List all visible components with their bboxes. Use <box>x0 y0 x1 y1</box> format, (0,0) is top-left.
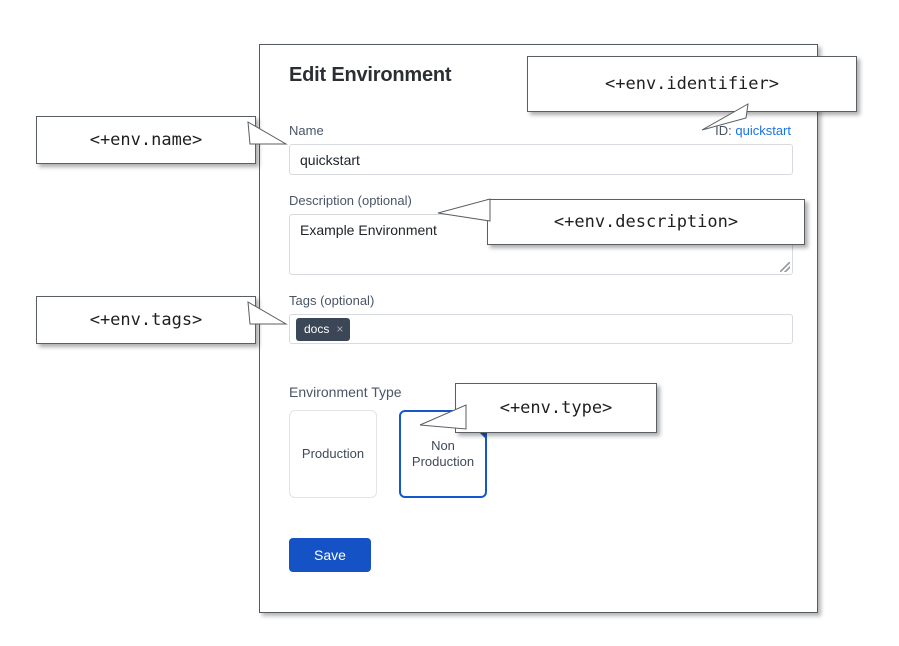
name-label: Name <box>289 123 324 138</box>
dialog-body: Edit Environment Name ID: quickstart Des… <box>289 63 793 572</box>
description-label: Description (optional) <box>289 193 412 208</box>
tags-input[interactable]: docs × <box>289 314 793 344</box>
callout-tail-name <box>247 121 288 145</box>
callout-text: <+env.name> <box>89 130 203 150</box>
callout-env-name: <+env.name> <box>36 116 256 164</box>
tags-field-header: Tags (optional) <box>289 293 791 309</box>
description-value: Example Environment <box>300 222 437 238</box>
save-button[interactable]: Save <box>289 538 371 572</box>
callout-tail-tags <box>247 301 288 325</box>
callout-env-identifier: <+env.identifier> <box>527 56 857 112</box>
callout-text: <+env.identifier> <box>605 74 779 94</box>
close-icon[interactable]: × <box>336 321 344 336</box>
id-prefix-label: ID: <box>715 123 732 138</box>
dialog-actions: Save <box>289 538 791 572</box>
description-field-header: Description (optional) <box>289 193 791 209</box>
callout-env-description: <+env.description> <box>487 199 805 245</box>
environment-type-option-label: Non Production <box>411 438 475 469</box>
tag-chip[interactable]: docs × <box>296 317 351 341</box>
environment-type-option-label: Production <box>301 446 365 461</box>
callout-tail-description <box>437 198 491 222</box>
callout-env-tags: <+env.tags> <box>36 296 256 344</box>
environment-type-label: Environment Type <box>289 384 402 400</box>
callout-env-type: <+env.type> <box>455 383 657 433</box>
callout-text: <+env.description> <box>553 212 739 232</box>
callout-text: <+env.type> <box>499 398 613 418</box>
tags-label: Tags (optional) <box>289 293 375 308</box>
callout-tail-identifier <box>701 103 749 131</box>
page-title: Edit Environment <box>289 64 452 86</box>
tag-chip-label: docs <box>304 321 330 336</box>
edit-environment-dialog: Edit Environment Name ID: quickstart Des… <box>259 44 818 613</box>
callout-text: <+env.tags> <box>89 310 203 330</box>
environment-type-option-production[interactable]: Production <box>289 410 377 498</box>
resize-handle-icon[interactable] <box>780 262 790 272</box>
name-input[interactable] <box>289 144 793 175</box>
environment-id: ID: quickstart <box>715 123 791 138</box>
id-value-link[interactable]: quickstart <box>735 123 791 138</box>
name-field-header: Name ID: quickstart <box>289 123 791 139</box>
callout-tail-type <box>419 404 467 430</box>
